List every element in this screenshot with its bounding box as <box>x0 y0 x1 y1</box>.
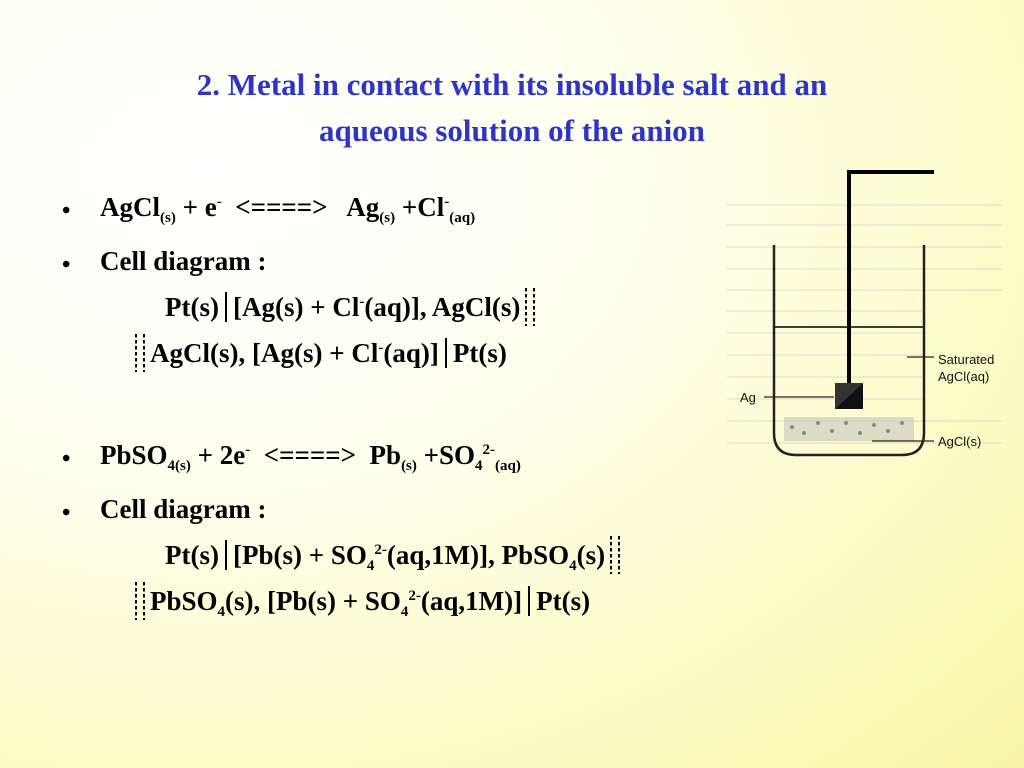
bullet-dot: • <box>62 500 71 526</box>
cell-text: [Ag(s) + Cl <box>232 292 360 322</box>
reaction-subscript: 4(s) <box>167 458 191 474</box>
cell-text: AgCl(s), [Ag(s) + Cl <box>150 338 379 368</box>
phase-boundary <box>224 292 227 322</box>
reaction-subscript: (aq) <box>495 458 521 474</box>
reaction-pbso4: PbSO4(s) + 2e- <====> Pb(s) +SO42-(aq) <box>100 440 521 474</box>
cell-text: Pt(s) <box>165 292 219 322</box>
slide-title: 2. Metal in contact with its insoluble s… <box>60 62 964 154</box>
agcl-precipitate <box>784 417 914 441</box>
cell-subscript: 4 <box>569 558 577 574</box>
bullet-dot: • <box>62 198 71 224</box>
cell-diagram-heading-1: Cell diagram : <box>100 246 267 276</box>
cell-diagram-2-line-1: Pt(s)[Pb(s) + SO42-(aq,1M)], PbSO4(s) <box>165 536 626 574</box>
reaction-subscript: 4 <box>475 458 483 474</box>
cell-diagram-heading-2: Cell diagram : <box>100 494 267 524</box>
salt-bridge-symbol <box>520 288 541 326</box>
cell-superscript: 2- <box>374 542 387 558</box>
bullet-dot: • <box>62 252 71 278</box>
bullet-dot: • <box>62 446 71 472</box>
cell-text: [Pb(s) + SO <box>232 540 367 570</box>
cell-diagram-1-line-2: AgCl(s), [Ag(s) + Cl-(aq)] Pt(s) <box>130 334 507 372</box>
reaction-superscript: - <box>245 442 251 458</box>
cell-text: Pt(s) <box>536 586 591 616</box>
equilibrium-arrow: <====> <box>250 440 370 470</box>
title-line-2: aqueous solution of the anion <box>319 113 705 148</box>
cell-superscript: - <box>378 340 384 356</box>
cell-subscript: 4 <box>400 604 409 620</box>
cell-text: Pt(s) <box>165 540 219 570</box>
cell-superscript: - <box>359 294 365 310</box>
equilibrium-arrow: <====> <box>221 192 347 222</box>
phase-boundary <box>224 540 227 570</box>
cell-text: (aq)], AgCl(s) <box>364 292 521 322</box>
label-ag: Ag <box>740 390 756 405</box>
beaker <box>772 245 926 457</box>
reaction-text: +Cl <box>395 192 445 222</box>
reaction-agcl: AgCl(s) + e- <====> Ag(s) +Cl-(aq) <box>100 192 476 226</box>
phase-boundary <box>528 586 531 616</box>
cell-subscript: 4 <box>217 604 226 620</box>
reaction-superscript: 2- <box>482 442 496 458</box>
scan-texture <box>727 204 1002 444</box>
cell-text: (s), [Pb(s) + SO <box>225 586 401 616</box>
label-saturated: Saturated <box>938 352 995 367</box>
reaction-subscript: (s) <box>379 210 396 226</box>
cell-text: (s) <box>576 540 606 570</box>
salt-bridge-symbol <box>130 582 150 620</box>
reaction-text: Pb <box>369 440 402 470</box>
reaction-text: + 2e <box>190 440 246 470</box>
electrode-diagram: Saturated AgCl(aq) Ag AgCl(s) <box>722 165 1012 465</box>
cell-subscript: 4 <box>366 558 375 574</box>
reaction-subscript: (s) <box>401 458 417 474</box>
salt-bridge-symbol <box>605 536 626 574</box>
label-agcl-s: AgCl(s) <box>938 434 982 449</box>
reaction-text: Ag <box>346 192 380 222</box>
reaction-superscript: - <box>444 194 450 210</box>
cell-diagram-2-line-2: PbSO4(s), [Pb(s) + SO42-(aq,1M)]Pt(s) <box>130 582 590 620</box>
reaction-subscript: (aq) <box>449 210 476 226</box>
cell-text: Pt(s) <box>452 338 507 368</box>
cell-superscript: 2- <box>408 588 421 604</box>
cell-text: (aq)] <box>383 338 439 368</box>
reaction-text: + e <box>175 192 217 222</box>
reaction-text: +SO <box>416 440 476 470</box>
reaction-subscript: (s) <box>160 210 176 226</box>
cell-text: PbSO <box>150 586 218 616</box>
reaction-superscript: - <box>216 194 222 210</box>
cell-diagram-1-line-1: Pt(s) [Ag(s) + Cl-(aq)], AgCl(s) <box>165 288 541 326</box>
cell-text: (aq,1M)], PbSO <box>386 540 570 570</box>
ag-electrode-shade <box>835 383 863 409</box>
reaction-text: PbSO <box>100 440 168 470</box>
electrode-diagram-svg <box>727 170 1002 457</box>
phase-boundary <box>444 338 447 368</box>
title-line-1: 2. Metal in contact with its insoluble s… <box>196 67 828 102</box>
label-agcl-aq: AgCl(aq) <box>938 369 990 384</box>
cell-text: (aq,1M)] <box>420 586 523 616</box>
reaction-text: AgCl <box>100 192 160 222</box>
salt-bridge-symbol <box>130 334 150 372</box>
